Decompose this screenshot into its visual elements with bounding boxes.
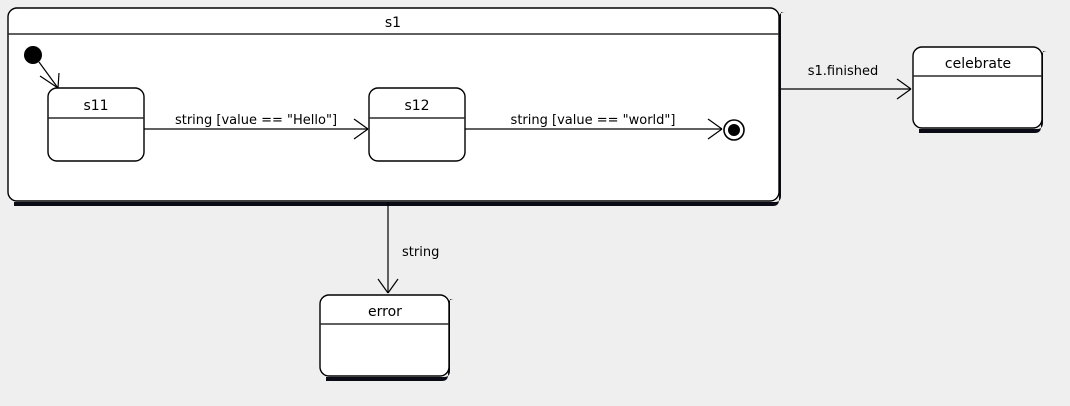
transition-initial-to-s11-arrowhead xyxy=(39,72,60,89)
state-error-label: error xyxy=(368,304,402,320)
transition-s12-to-final-arrowhead xyxy=(707,118,723,140)
state-s11-label: s11 xyxy=(83,98,108,114)
state-s11-body[interactable] xyxy=(47,87,145,162)
final-state-inner-dot xyxy=(728,124,740,136)
final-state-node[interactable] xyxy=(723,119,745,141)
transition-s11-to-s12-arrowhead xyxy=(353,118,369,140)
transition-s1-to-error-arrowhead xyxy=(377,278,399,294)
transition-s11-to-s12[interactable]: string [value == "Hello"] xyxy=(144,113,369,140)
state-s11[interactable]: s11 xyxy=(47,87,145,162)
state-s12-body[interactable] xyxy=(368,87,466,162)
state-celebrate-body[interactable] xyxy=(912,46,1043,129)
transition-s12-to-final[interactable]: string [value == "world"] xyxy=(465,113,723,140)
transition-s1-to-celebrate-arrowhead xyxy=(896,78,912,100)
composite-state-s1-title: s1 xyxy=(385,15,401,31)
transition-s1-to-error[interactable]: string xyxy=(377,202,439,294)
initial-state-node[interactable] xyxy=(24,46,42,64)
state-s12[interactable]: s12 xyxy=(368,87,466,162)
transition-s12-to-final-label: string [value == "world"] xyxy=(511,113,676,128)
state-celebrate[interactable]: celebrate xyxy=(912,46,1047,133)
transition-s1-to-celebrate-label: s1.finished xyxy=(808,64,878,79)
transition-s1-to-error-label: string xyxy=(402,245,439,260)
state-s12-label: s12 xyxy=(404,98,429,114)
transition-s1-to-celebrate[interactable]: s1.finished xyxy=(781,64,912,100)
state-error[interactable]: error xyxy=(319,294,454,381)
state-error-body[interactable] xyxy=(319,294,450,377)
transition-s11-to-s12-label: string [value == "Hello"] xyxy=(175,113,337,128)
transition-initial-to-s11-line xyxy=(38,61,59,89)
state-celebrate-label: celebrate xyxy=(945,56,1011,72)
transition-initial-to-s11[interactable] xyxy=(38,61,60,89)
